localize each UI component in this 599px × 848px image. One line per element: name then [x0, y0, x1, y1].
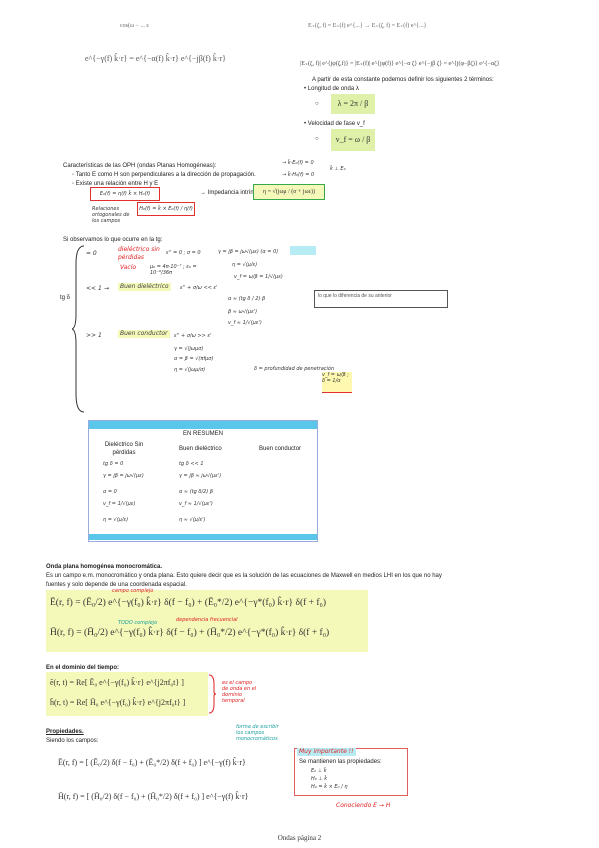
- oph-item2: ◦ Existe una relación entre H y E: [72, 181, 159, 187]
- monochrome-desc1: Es un campo e.m. monocromático y onda pl…: [46, 573, 442, 579]
- case0-label: dieléctrico sin pérdidas: [118, 246, 160, 261]
- impedance-label: → Impedancia intrínseca: [200, 190, 267, 196]
- summary-c1r1: tg δ = 0: [103, 461, 124, 467]
- case2-delta: δ = profundidad de penetración: [254, 366, 335, 372]
- case2-alpha: α = β = √(πfμσ): [174, 356, 214, 362]
- case2-eq: ε'' + σ/ω >> ε': [174, 333, 212, 339]
- case0-mu: μ₀ = 4π·10⁻⁷ ; ε₀ = 10⁻⁹/36π: [150, 264, 197, 276]
- props-p1: E₀ ⊥ k̂: [311, 768, 327, 774]
- time-eq-h: h̄(r, t) = Re[ H̄₀ e^{−γ(f₀) k̂·r} e^{j2…: [50, 698, 186, 707]
- formula-gamma-split: e^{−γ(f) k̂·r} = e^{−α(f) k̂·r} e^{−jβ(f…: [85, 54, 226, 63]
- props-important-box: Muy importante !! Se mantienen las propi…: [294, 748, 408, 796]
- props-p2: H₀ ⊥ k̂: [311, 776, 328, 782]
- summary-c1r2: γ = jβ = jω√(με): [103, 473, 144, 479]
- case2-label: Buen conductor: [118, 330, 170, 338]
- case1-label: Buen dieléctrico: [118, 283, 171, 291]
- summary-col3: Buen conductor: [259, 446, 302, 452]
- term1-row: ○ λ = 2π / β: [315, 94, 375, 114]
- props-ann-green: forma de escribir los campos monocromáti…: [236, 724, 279, 742]
- field-relation-note: Relaciones ortogonales de los campos: [92, 206, 130, 224]
- formula-left-top: cos(ω − ... ε: [120, 23, 149, 29]
- case0-vf: v_f = ω/β = 1/√(με): [234, 274, 283, 280]
- wavelength-formula: λ = 2π / β: [331, 94, 375, 114]
- case1-note-box: lo que lo diferencia de su anterior: [314, 290, 448, 308]
- summary-c1r3: α = 0: [103, 489, 117, 495]
- term1-label: • Longitud de onda λ: [304, 86, 359, 92]
- page-footer: Ondas página 2: [277, 834, 322, 842]
- phase-velocity-formula: v_f = ω / β: [331, 129, 375, 151]
- case1-vf: v_f ≈ 1/√(με'): [228, 320, 262, 326]
- props-p3: H₀ = k̂ × E₀ / η: [311, 784, 348, 790]
- props-keeps: Se mantienen las propiedades:: [299, 759, 382, 765]
- ann-complex-field: campo complejo: [112, 588, 154, 594]
- mono-eq-e: Ē(r, f) = (Ē₀/2) e^{−γ(f₀) k̂·r} δ(f − f…: [50, 598, 327, 608]
- oph-item1: ◦ Tanto E como H son perpendiculares a l…: [72, 172, 256, 178]
- summary-c2r5: η ≈ √(μ/ε'): [179, 517, 206, 523]
- monochrome-equations: Ē(r, f) = (Ē₀/2) e^{−γ(f₀) k̂·r} δ(f − f…: [46, 590, 368, 652]
- case2-result: v_f = ω/β ; δ = 1/α: [322, 372, 352, 393]
- field-relation-e: E₀(f) = η(f) k̂ × H₀(f): [90, 187, 160, 201]
- case2-gamma: γ = √(jωμσ): [174, 346, 204, 352]
- time-brace-red: [208, 674, 216, 714]
- tg-symbol: tg δ: [60, 295, 71, 301]
- field-relation-h: H₀(f) = k̂ × E₀(f) / η(f): [137, 202, 195, 216]
- case2-eta: η = √(jωμ/σ): [174, 367, 206, 373]
- ann-all-complex: TODO complejo: [118, 620, 158, 626]
- props-eq-h: H̄(r, f) = [ (H̄₀/2) δ(f − f₀) + (H̄₀*/2…: [58, 792, 249, 801]
- time-eq-e: ē(r, t) = Re[ Ē₀ e^{−γ(f₀) k̂·r} e^{j2πf…: [50, 678, 184, 687]
- case2-condition: >> 1: [86, 332, 102, 339]
- summary-c2r4: v_f ≈ 1/√(με'): [179, 501, 213, 507]
- summary-box: EN RESUMEN Dieléctrico Sin pérdidas Buen…: [88, 420, 318, 542]
- formula-phase-magnitude: |E₊(ζ, f)| e^{jφ(ζ,f)} = |E₊(f)| e^{jφ(f…: [300, 61, 500, 67]
- term2-label: • Velocidad de fase v_f: [304, 121, 365, 127]
- props-subtitle: Siendo los campos:: [46, 738, 99, 744]
- ann-frequency-dependence: dependencia frecuencial: [176, 617, 238, 623]
- case1-beta: β ≈ ω√(με'): [228, 309, 258, 315]
- summary-title: EN RESUMEN: [182, 431, 223, 437]
- mono-eq-h: H̄(r, f) = (H̄₀/2) e^{−γ(f₀) k̂·r} δ(f −…: [50, 628, 330, 638]
- props-important: Muy importante !!: [297, 748, 356, 756]
- term2-row: ○ v_f = ω / β: [315, 129, 375, 151]
- summary-c2r3: α ≈ (tg δ/2) β: [179, 489, 213, 495]
- summary-c2r2: γ = jβ ≈ jω√(με'): [179, 473, 222, 479]
- time-title: En el dominio del tiempo:: [46, 665, 120, 671]
- summary-col2: Buen dieléctrico: [179, 446, 222, 452]
- intro-text: A partir de esta constante podemos defin…: [312, 77, 494, 83]
- case0-condition: = 0: [86, 250, 97, 257]
- monochrome-desc2: fuentes y solo depende de una coordenada…: [46, 582, 187, 588]
- case0-eta: η = √(μ/ε): [232, 262, 258, 268]
- props-conclusion: Conociendo E → H: [336, 802, 391, 809]
- case1-eq: ε'' + σ/ω << ε': [180, 285, 218, 291]
- monochrome-title: Onda plana homogénea monocromática.: [46, 564, 163, 570]
- case0-gamma: γ = jβ = jω√(με) (α = 0): [218, 249, 279, 255]
- note-k-e0: → k̂·E₀(f) = 0: [282, 160, 314, 166]
- case1-condition: << 1: [86, 285, 102, 292]
- time-equations: ē(r, t) = Re[ Ē₀ e^{−γ(f₀) k̂·r} e^{j2πf…: [46, 672, 208, 716]
- summary-c1r5: η = √(μ/ε): [103, 517, 129, 523]
- tg-intro: Si observamos lo que ocurre en la tg:: [63, 237, 163, 243]
- oph-title: Características de las OPH (ondas Planas…: [63, 163, 217, 169]
- summary-c1r4: v_f = 1/√(με): [103, 501, 136, 507]
- case0-eq: ε'' = 0 ; σ = 0: [166, 250, 201, 256]
- case0-vacuum: Vacío: [120, 264, 137, 271]
- summary-col1: Dieléctrico Sin pérdidas: [104, 442, 144, 456]
- formula-right-top: E₊(ζ, f) = E₊(f) e^{...} → E₊(ζ, f) = E₊…: [308, 23, 427, 29]
- tg-cases-brace: [72, 245, 85, 413]
- summary-c2r1: tg δ << 1: [179, 461, 204, 467]
- props-title: Propiedades.: [46, 729, 84, 735]
- case1-alpha: α ≈ (tg δ / 2) β: [228, 296, 266, 302]
- props-eq-e: Ē(r, f) = [ (Ē₀/2) δ(f − f₀) + (Ē₀*/2) δ…: [58, 758, 246, 767]
- note-k-h0: → k̂·H₀(f) = 0: [282, 172, 315, 178]
- impedance-formula: η = √(jωμ / (σ + jωε)): [253, 184, 325, 200]
- time-note: es el campo de onda en el dominio tempor…: [222, 680, 257, 704]
- note-k-perp: k̂ ⊥ E₀: [330, 166, 346, 172]
